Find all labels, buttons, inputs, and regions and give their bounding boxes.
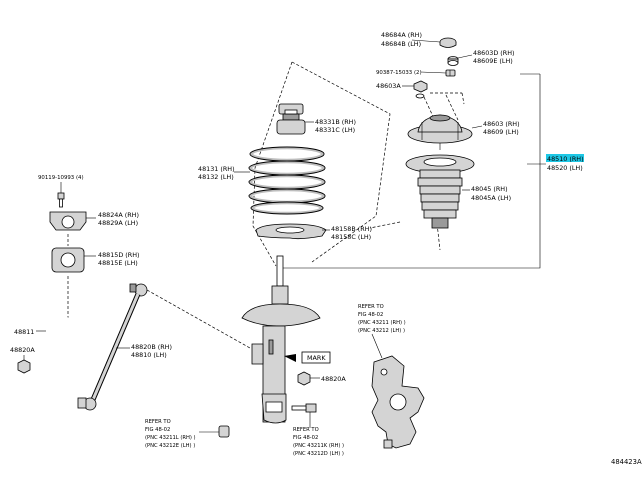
stabilizer-bar-part[interactable]: [11, 293, 100, 388]
upper-insulator-part[interactable]: [276, 103, 306, 135]
label-48045a-lh[interactable]: 48045A (LH): [471, 194, 511, 202]
label-48824a-rh[interactable]: 48824A (RH): [98, 211, 139, 219]
label-48820b-rh[interactable]: 48820B (RH): [131, 343, 172, 351]
steering-knuckle-part[interactable]: [371, 355, 425, 449]
diagram-code: 484423A: [611, 458, 642, 466]
svg-text:(PNC 43212D (LH) ): (PNC 43212D (LH) ): [293, 451, 344, 457]
svg-text:FIG 48-02: FIG 48-02: [358, 312, 383, 318]
svg-text:(PNC 43211 (RH) ): (PNC 43211 (RH) ): [358, 320, 406, 326]
nut-48820a-left-part[interactable]: [17, 359, 31, 374]
strut-assembly-bracket: [283, 73, 546, 269]
svg-text:REFER TO: REFER TO: [145, 419, 171, 425]
label-48811[interactable]: 48811: [14, 328, 34, 336]
label-48331b-rh[interactable]: 48331B (RH): [315, 118, 356, 126]
label-48820a-right[interactable]: 48820A: [321, 375, 346, 383]
assembly-label-highlight: [546, 154, 584, 162]
label-48510-rh[interactable]: 48510 (RH): [547, 155, 584, 163]
stabilizer-link-part[interactable]: [77, 283, 148, 411]
exploded-boundary-right: [291, 61, 391, 263]
refer-bottom-left-note: REFER TO FIG 48-02 (PNC 43211L (RH) ) (P…: [145, 419, 196, 449]
svg-text:(PNC 43211K (RH) ): (PNC 43211K (RH) ): [293, 443, 344, 449]
bearing-part[interactable]: [447, 56, 459, 66]
mark-label: MARK: [307, 354, 326, 362]
label-48603a[interactable]: 48603A: [376, 82, 401, 90]
label-48810-lh[interactable]: 48810 (LH): [131, 351, 167, 359]
label-48132-lh[interactable]: 48132 (LH): [198, 173, 234, 181]
upper-mount-part[interactable]: [407, 114, 473, 150]
label-90387-15033[interactable]: 90387-15033 (2): [376, 70, 422, 76]
label-48158c-lh[interactable]: 48158C (LH): [331, 233, 371, 241]
label-48684a-rh[interactable]: 48684A (RH): [381, 31, 422, 39]
label-48815d-rh[interactable]: 48815D (RH): [98, 251, 140, 259]
refer-bottom-mid-note: REFER TO FIG 48-02 (PNC 43211K (RH) ) (P…: [293, 427, 344, 457]
strut-washer-part[interactable]: [218, 425, 230, 438]
label-48520-lh[interactable]: 48520 (LH): [547, 164, 583, 172]
svg-text:FIG 48-02: FIG 48-02: [293, 435, 318, 441]
bolt-90119-part[interactable]: [57, 192, 65, 208]
label-48045-rh[interactable]: 48045 (RH): [471, 185, 508, 193]
nut-48820a-right-part[interactable]: [297, 371, 311, 386]
svg-text:REFER TO: REFER TO: [358, 304, 384, 310]
label-48820a-left[interactable]: 48820A: [10, 346, 35, 354]
nut-48603a-part[interactable]: [413, 80, 428, 99]
label-48158b-rh[interactable]: 48158B (RH): [331, 225, 372, 233]
bound-stopper-part[interactable]: [405, 154, 475, 229]
label-48609-lh[interactable]: 48609 (LH): [483, 128, 519, 136]
svg-text:(PNC 43212 (LH) ): (PNC 43212 (LH) ): [358, 328, 405, 334]
label-48815e-lh[interactable]: 48815E (LH): [98, 259, 138, 267]
nut-90387-part[interactable]: [445, 69, 456, 77]
svg-text:(PNC 43212E (LH) ): (PNC 43212E (LH) ): [145, 443, 195, 449]
svg-text:FIG 48-02: FIG 48-02: [145, 427, 170, 433]
stabilizer-bracket-part[interactable]: [49, 211, 87, 231]
label-48684b-lh[interactable]: 48684B (LH): [381, 40, 421, 48]
coil-spring-part[interactable]: [248, 146, 326, 215]
svg-text:REFER TO: REFER TO: [293, 427, 319, 433]
strut-shock-absorber-part[interactable]: [241, 255, 321, 424]
svg-text:(PNC 43211L (RH) ): (PNC 43211L (RH) ): [145, 435, 196, 441]
lower-insulator-part[interactable]: [255, 223, 327, 240]
label-48131-rh[interactable]: 48131 (RH): [198, 165, 235, 173]
label-90119-10993[interactable]: 90119-10993 (4): [38, 175, 84, 181]
label-48331c-lh[interactable]: 48331C (LH): [315, 126, 355, 134]
label-48829a-lh[interactable]: 48829A (LH): [98, 219, 138, 227]
exploded-boundary-upper: [252, 61, 293, 267]
label-48609e-lh[interactable]: 48609E (LH): [473, 57, 513, 65]
strut-bolt-part[interactable]: [291, 403, 317, 413]
dust-cap-part[interactable]: [439, 37, 457, 48]
refer-knuckle-note: REFER TO FIG 48-02 (PNC 43211 (RH) ) (PN…: [358, 304, 406, 334]
label-48603-rh[interactable]: 48603 (RH): [483, 120, 520, 128]
label-48603d-rh[interactable]: 48603D (RH): [473, 49, 515, 57]
mark-callout: [284, 351, 331, 364]
stabilizer-bush-part[interactable]: [51, 247, 85, 273]
